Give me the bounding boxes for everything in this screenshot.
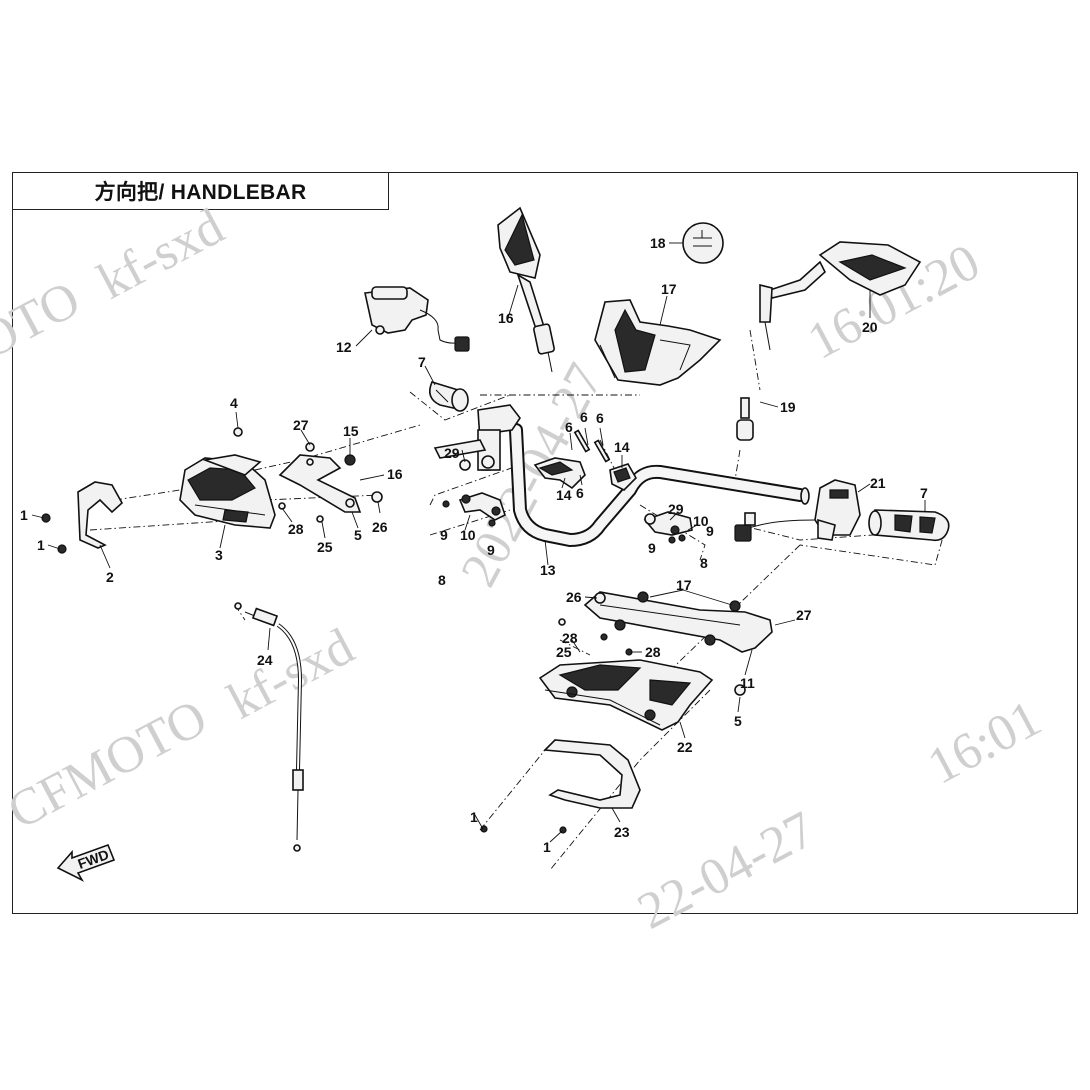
windscreen xyxy=(594,299,722,386)
callout-14: 14 xyxy=(614,439,630,455)
watermark: 2022-04-27 xyxy=(450,355,614,596)
throttle-grip-left xyxy=(429,381,469,412)
callout-1: 1 xyxy=(20,507,28,523)
right-switch-housing xyxy=(734,479,861,542)
brake-master-cylinder xyxy=(364,286,470,352)
callout-28: 28 xyxy=(645,644,661,660)
watermark: 22-04-27 xyxy=(629,801,824,941)
callout-25: 25 xyxy=(556,644,572,660)
right-handguard xyxy=(538,659,714,731)
callout-27: 27 xyxy=(796,607,812,623)
callout-9: 9 xyxy=(487,542,495,558)
callout-15: 17 xyxy=(676,577,692,593)
callout-29: 29 xyxy=(444,445,460,461)
callout-5: 5 xyxy=(354,527,362,543)
callout-24: 24 xyxy=(257,652,273,668)
callout-14: 14 xyxy=(556,487,572,503)
callout-8: 8 xyxy=(438,572,446,588)
right-clamp-upper xyxy=(609,463,637,491)
callout-3: 3 xyxy=(215,547,223,563)
callout-27: 27 xyxy=(293,417,309,433)
callout-4: 4 xyxy=(230,395,238,411)
callout-29: 29 xyxy=(668,501,684,517)
callout-20: 20 xyxy=(862,319,878,335)
callout-25: 25 xyxy=(317,539,333,555)
callout-19: 19 xyxy=(780,399,796,415)
callout-4: 5 xyxy=(734,713,742,729)
assembly-lines xyxy=(89,329,946,871)
callout-15: 16 xyxy=(387,466,403,482)
callout-6: 6 xyxy=(565,419,573,435)
callout-12: 12 xyxy=(336,339,352,355)
callout-7: 7 xyxy=(418,354,426,370)
handlebar-tube xyxy=(509,423,810,548)
callout-18: 18 xyxy=(650,235,666,251)
left-mirror xyxy=(497,206,555,373)
callout-28: 28 xyxy=(562,630,578,646)
callout-6: 6 xyxy=(596,410,604,426)
callout-9: 9 xyxy=(706,523,714,539)
leader-lines xyxy=(31,242,926,843)
left-clamp-upper xyxy=(533,457,586,490)
callout-6: 6 xyxy=(576,485,584,501)
right-grip xyxy=(868,509,950,542)
callout-10: 10 xyxy=(460,527,476,543)
left-bracket xyxy=(278,454,362,513)
callout-labels: 1 1 2 3 4 27 15 16 28 25 5 26 12 7 16 6 … xyxy=(20,235,928,855)
watermarks: kf-sxd OTO 16:01:20 2022-04-27 kf-sxd CF… xyxy=(0,198,1050,941)
right-bracket xyxy=(583,591,773,653)
fasteners xyxy=(41,442,741,834)
left-deflector xyxy=(77,481,124,549)
callout-7: 7 xyxy=(920,485,928,501)
left-handguard xyxy=(179,454,276,529)
callout-9: 9 xyxy=(648,540,656,556)
cap xyxy=(682,222,724,264)
callout-2: 2 xyxy=(106,569,114,585)
right-deflector xyxy=(543,739,641,809)
watermark: 16:01 xyxy=(919,690,1050,796)
throttle-cable xyxy=(234,602,304,852)
callout-8: 8 xyxy=(700,555,708,571)
mirror-mount-bolt xyxy=(736,397,754,441)
diagram-frame xyxy=(12,172,1078,914)
callout-15: 15 xyxy=(343,423,359,439)
right-mirror xyxy=(759,241,922,351)
fwd-arrow: FWD xyxy=(56,843,116,882)
left-clamp-lower xyxy=(458,492,506,521)
watermark: kf-sxd xyxy=(89,198,233,311)
callout-13: 13 xyxy=(540,562,556,578)
callout-1: 1 xyxy=(37,537,45,553)
callout-9: 9 xyxy=(440,527,448,543)
right-clamp-lower xyxy=(643,511,693,536)
callout-26: 26 xyxy=(566,589,582,605)
callout-1: 1 xyxy=(470,809,478,825)
callout-11: 11 xyxy=(740,675,755,691)
callout-6: 6 xyxy=(580,409,588,425)
callout-10: 10 xyxy=(693,513,709,529)
left-switch-housing xyxy=(433,404,521,471)
watermark: kf-sxd xyxy=(219,618,363,731)
callout-22: 22 xyxy=(677,739,693,755)
callout-1: 1 xyxy=(543,839,551,855)
diagram-title: 方向把/ HANDLEBAR xyxy=(94,181,307,204)
callout-28: 28 xyxy=(288,521,304,537)
callout-16: 16 xyxy=(498,310,514,326)
callout-26: 26 xyxy=(372,519,388,535)
watermark: OTO xyxy=(0,271,89,371)
callout-17: 17 xyxy=(661,281,677,297)
callout-21: 21 xyxy=(870,475,886,491)
callout-23: 23 xyxy=(614,824,630,840)
bolts xyxy=(233,427,746,696)
title-box: 方向把/ HANDLEBAR xyxy=(12,172,389,210)
watermark: CFMOTO xyxy=(0,689,216,841)
